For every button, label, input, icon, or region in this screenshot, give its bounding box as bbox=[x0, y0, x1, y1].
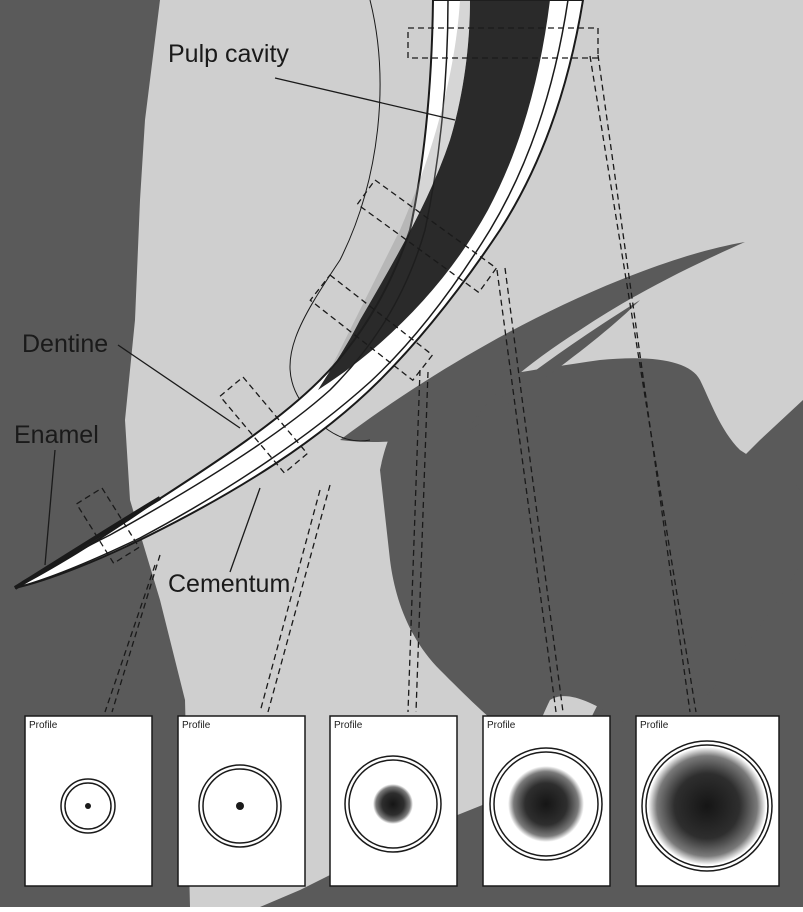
profile-panel-5-pulp bbox=[648, 747, 766, 865]
pulp-cavity-label: Pulp cavity bbox=[168, 40, 289, 68]
leader-1a bbox=[104, 564, 156, 713]
pulp-cavity-shape bbox=[318, 0, 550, 390]
label-leaders bbox=[44, 77, 456, 573]
dentine-inner-line-2 bbox=[21, 0, 569, 587]
profile-panel-4: Profile bbox=[482, 715, 611, 887]
dentine-leader bbox=[117, 344, 241, 429]
leader-3a bbox=[407, 369, 421, 713]
profile-panel-1: Profile bbox=[24, 715, 153, 887]
profile-panel-5: Profile bbox=[635, 715, 780, 887]
profile-panel-1-pulp bbox=[85, 803, 91, 809]
leader-5b bbox=[589, 55, 697, 713]
profile-panel-5-label: Profile bbox=[640, 720, 669, 731]
section-boxes bbox=[75, 27, 599, 565]
profile-panel-1-label: Profile bbox=[29, 720, 58, 731]
dentine-inner-line bbox=[21, 0, 449, 583]
profile-panel-3-label: Profile bbox=[334, 720, 363, 731]
profile-panel-3-pulp bbox=[373, 784, 413, 824]
dentine-label: Dentine bbox=[22, 330, 108, 358]
profile-panels: Profile Profile Profile Profile bbox=[24, 715, 780, 887]
section-box-3 bbox=[309, 274, 434, 382]
leader-1b bbox=[111, 554, 161, 713]
section-box-2 bbox=[356, 179, 498, 294]
cartilage-sliver bbox=[340, 242, 745, 442]
profile-panel-2: Profile bbox=[177, 715, 306, 887]
profile-leaders bbox=[104, 54, 697, 713]
leader-3b bbox=[415, 371, 429, 713]
cementum-leader bbox=[229, 487, 261, 573]
dark-tissue-lobe bbox=[380, 358, 803, 740]
section-box-5 bbox=[75, 487, 140, 565]
leader-4a bbox=[496, 269, 557, 713]
profile-panel-2-pulp bbox=[236, 802, 244, 810]
pulp-cavity-leader bbox=[274, 77, 456, 121]
enamel-edge bbox=[13, 496, 162, 590]
profile-panel-4-label: Profile bbox=[487, 720, 516, 731]
profile-panel-3: Profile bbox=[329, 715, 458, 887]
leader-2a bbox=[259, 489, 321, 713]
leader-5a bbox=[597, 54, 691, 713]
profile-panel-4-pulp bbox=[508, 766, 584, 842]
profile-panel-2-label: Profile bbox=[182, 720, 211, 731]
enamel-leader bbox=[44, 449, 56, 566]
enamel-label: Enamel bbox=[14, 421, 99, 449]
section-box-1 bbox=[407, 27, 599, 59]
cementum-label: Cementum bbox=[168, 570, 290, 598]
leader-4b bbox=[504, 267, 564, 713]
